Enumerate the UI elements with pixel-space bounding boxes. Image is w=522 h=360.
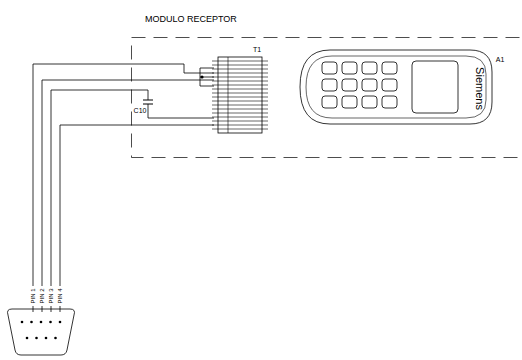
capacitor-plate	[143, 100, 153, 101]
pin-label: PIN 1	[30, 288, 36, 303]
pin-label: PIN 2	[39, 288, 45, 303]
phone-keypad	[322, 62, 397, 108]
wire	[60, 125, 214, 286]
brand-text: Siemens	[473, 67, 484, 110]
module-title: MODULO RECEPTOR	[145, 15, 237, 24]
phone-a1	[300, 50, 492, 124]
db9-connector	[8, 309, 75, 355]
part-label: A1	[496, 56, 505, 63]
wire	[33, 64, 214, 286]
db9-pins	[21, 75, 204, 339]
wire	[51, 90, 148, 286]
dashed-module-region: MODULO RECEPTOR	[131, 37, 522, 158]
phone-screen	[412, 61, 458, 113]
pin-label: PIN 4	[57, 288, 63, 303]
wire	[148, 104, 214, 118]
wire	[42, 80, 214, 286]
capacitor-plate	[143, 104, 153, 105]
jumper-wire	[200, 68, 214, 86]
part-label: C10	[134, 107, 147, 114]
part-label: T1	[253, 46, 261, 53]
dashed-outline	[131, 37, 522, 158]
pin-label: PIN 3	[48, 288, 54, 303]
